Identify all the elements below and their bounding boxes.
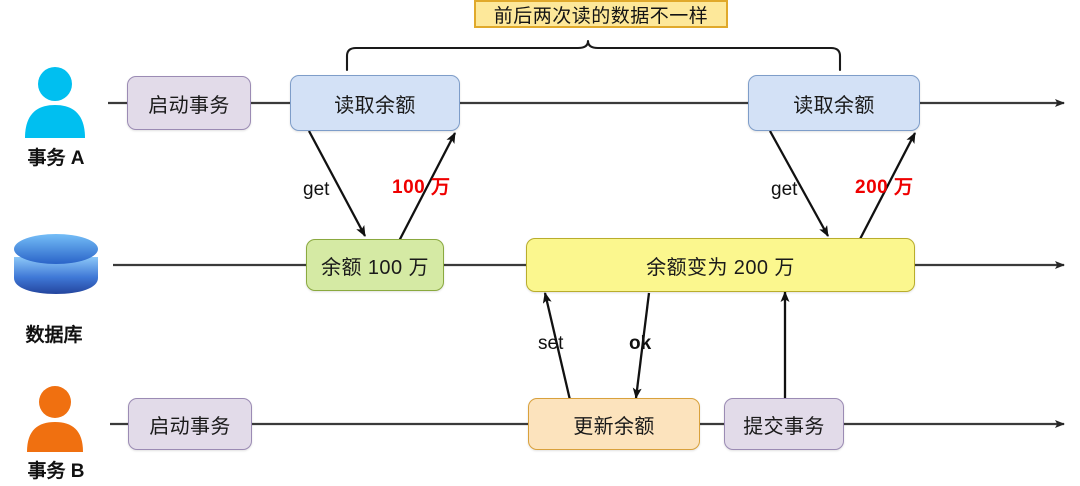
actor-label-tx-b: 事务 B — [27, 461, 85, 482]
node-db-balance-200[interactable]: 余额变为 200 万 — [526, 238, 915, 292]
annotation-note: 前后两次读的数据不一样 — [474, 0, 728, 28]
edge-label-return-2: 200 万 — [855, 177, 914, 198]
actor-label-database: 数据库 — [25, 325, 83, 346]
edge-label-return-1: 100 万 — [392, 177, 451, 198]
node-b-update[interactable]: 更新余额 — [528, 398, 700, 450]
edge-label-set: set — [538, 333, 564, 354]
node-a-begin[interactable]: 启动事务 — [127, 76, 251, 130]
edge-label-get-2: get — [771, 179, 798, 200]
actor-label-tx-a: 事务 A — [27, 148, 85, 169]
edge-label-ok: ok — [629, 333, 652, 354]
node-a-read-1[interactable]: 读取余额 — [290, 75, 460, 131]
node-db-balance-100[interactable]: 余额 100 万 — [306, 239, 444, 291]
database-icon — [14, 234, 98, 294]
span-brace — [345, 39, 842, 72]
person-icon-tx-a — [25, 67, 85, 138]
node-b-begin[interactable]: 启动事务 — [128, 398, 252, 450]
node-a-read-2[interactable]: 读取余额 — [748, 75, 920, 131]
edge-label-get-1: get — [303, 179, 330, 200]
node-b-commit[interactable]: 提交事务 — [724, 398, 844, 450]
person-icon-tx-b — [27, 386, 83, 452]
